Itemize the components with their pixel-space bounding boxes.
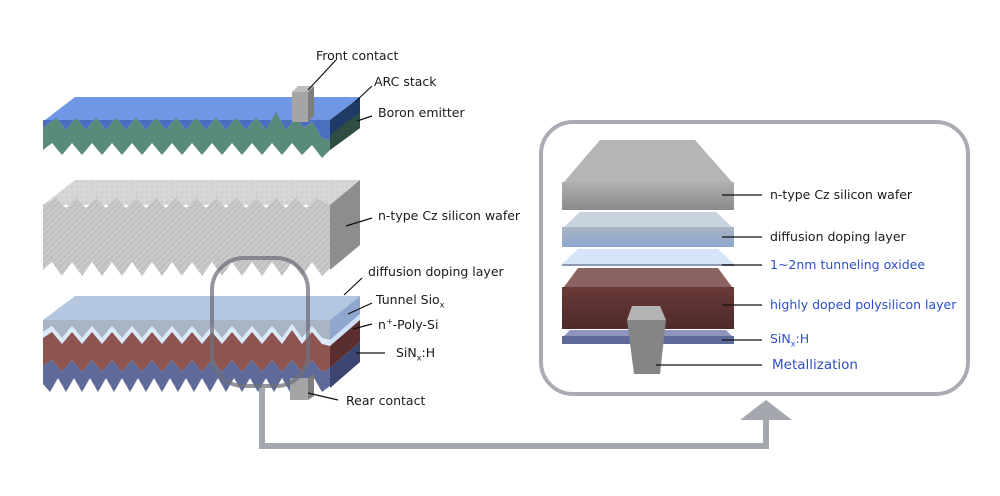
arc-front-layer: [43, 112, 330, 140]
zoom-highlight-frame: [210, 256, 310, 388]
label-n-poly-si: n+-Poly-Si: [378, 318, 438, 332]
arrow-head-icon: [740, 400, 792, 420]
sinx-sub: x: [416, 353, 422, 363]
wafer-block: [43, 180, 360, 276]
front-leader-lines: [307, 59, 373, 122]
diffusion-top-face: [43, 296, 360, 320]
label-front-contact: Front contact: [316, 48, 399, 63]
label-detail-metallization: Metallization: [772, 357, 858, 373]
label-detail-tunnel-oxide: 1~2nm tunneling oxidee: [770, 257, 926, 272]
sinx-text: SiN: [396, 345, 417, 360]
sinx-side-face: [330, 342, 360, 388]
label-boron-emitter: Boron emitter: [378, 105, 465, 120]
label-tunnel-siox: Tunnel Siox: [376, 292, 445, 310]
rear-stack: [43, 296, 360, 400]
wafer-leader-line: [345, 217, 373, 227]
detail-wafer-top: [564, 140, 732, 182]
label-diffusion-doping-layer: diffusion doping layer: [368, 264, 504, 279]
diffusion-front-layer: [43, 320, 330, 340]
label-n-type-wafer: n-type Cz silicon wafer: [378, 208, 521, 223]
n-poly-text: -Poly-Si: [392, 317, 439, 333]
detail-sinx-sub: x: [790, 339, 796, 349]
label-rear-contact: Rear contact: [346, 393, 426, 408]
detail-wafer-front: [562, 182, 734, 210]
detail-metallization-finger: [627, 306, 666, 374]
label-detail-polysilicon: highly doped polysilicon layer: [770, 297, 957, 312]
boron-emitter-layer: [43, 112, 330, 158]
poly-si-layer: [43, 330, 330, 372]
connector-arrow: [259, 388, 769, 449]
detail-sinx-text: SiN: [770, 331, 791, 346]
wafer-top-face: [43, 180, 360, 205]
tunnel-oxide-layer: [43, 324, 330, 346]
detail-tunnel-front: [562, 264, 734, 266]
label-detail-wafer: n-type Cz silicon wafer: [770, 187, 913, 202]
detail-tunnel-top: [562, 249, 734, 264]
n-poly-prefix: n: [378, 317, 386, 333]
label-detail-sinx: SiNx:H: [770, 331, 810, 349]
detail-diffusion-front: [562, 227, 734, 247]
n-poly-sup: +: [385, 317, 393, 326]
sinx-suffix: :H: [421, 345, 436, 360]
detail-sinx-suffix: :H: [795, 331, 810, 346]
tunnel-side-face: [330, 314, 360, 346]
tunnel-siox-text: Tunnel Sio: [376, 292, 440, 307]
rear-leader-lines: [307, 277, 385, 401]
arc-top-face: [45, 97, 360, 120]
wafer-front-face: [43, 198, 330, 276]
detail-exploded-stack: [562, 140, 734, 374]
diffusion-side-face: [330, 296, 360, 340]
front-contact: [292, 86, 314, 122]
detail-poly-top: [564, 268, 732, 287]
tunnel-siox-sub: x: [439, 300, 445, 310]
label-arc-stack: ARC stack: [374, 74, 437, 89]
wafer-side-face: [330, 180, 360, 270]
label-sinx-h: SiNx:H: [396, 345, 436, 363]
detail-leader-lines: [656, 194, 762, 366]
poly-side-face: [330, 320, 360, 368]
label-detail-diffusion: diffusion doping layer: [770, 229, 906, 244]
front-stack: [43, 86, 360, 158]
detail-diffusion-top: [564, 212, 732, 227]
emitter-side-face: [330, 112, 360, 150]
